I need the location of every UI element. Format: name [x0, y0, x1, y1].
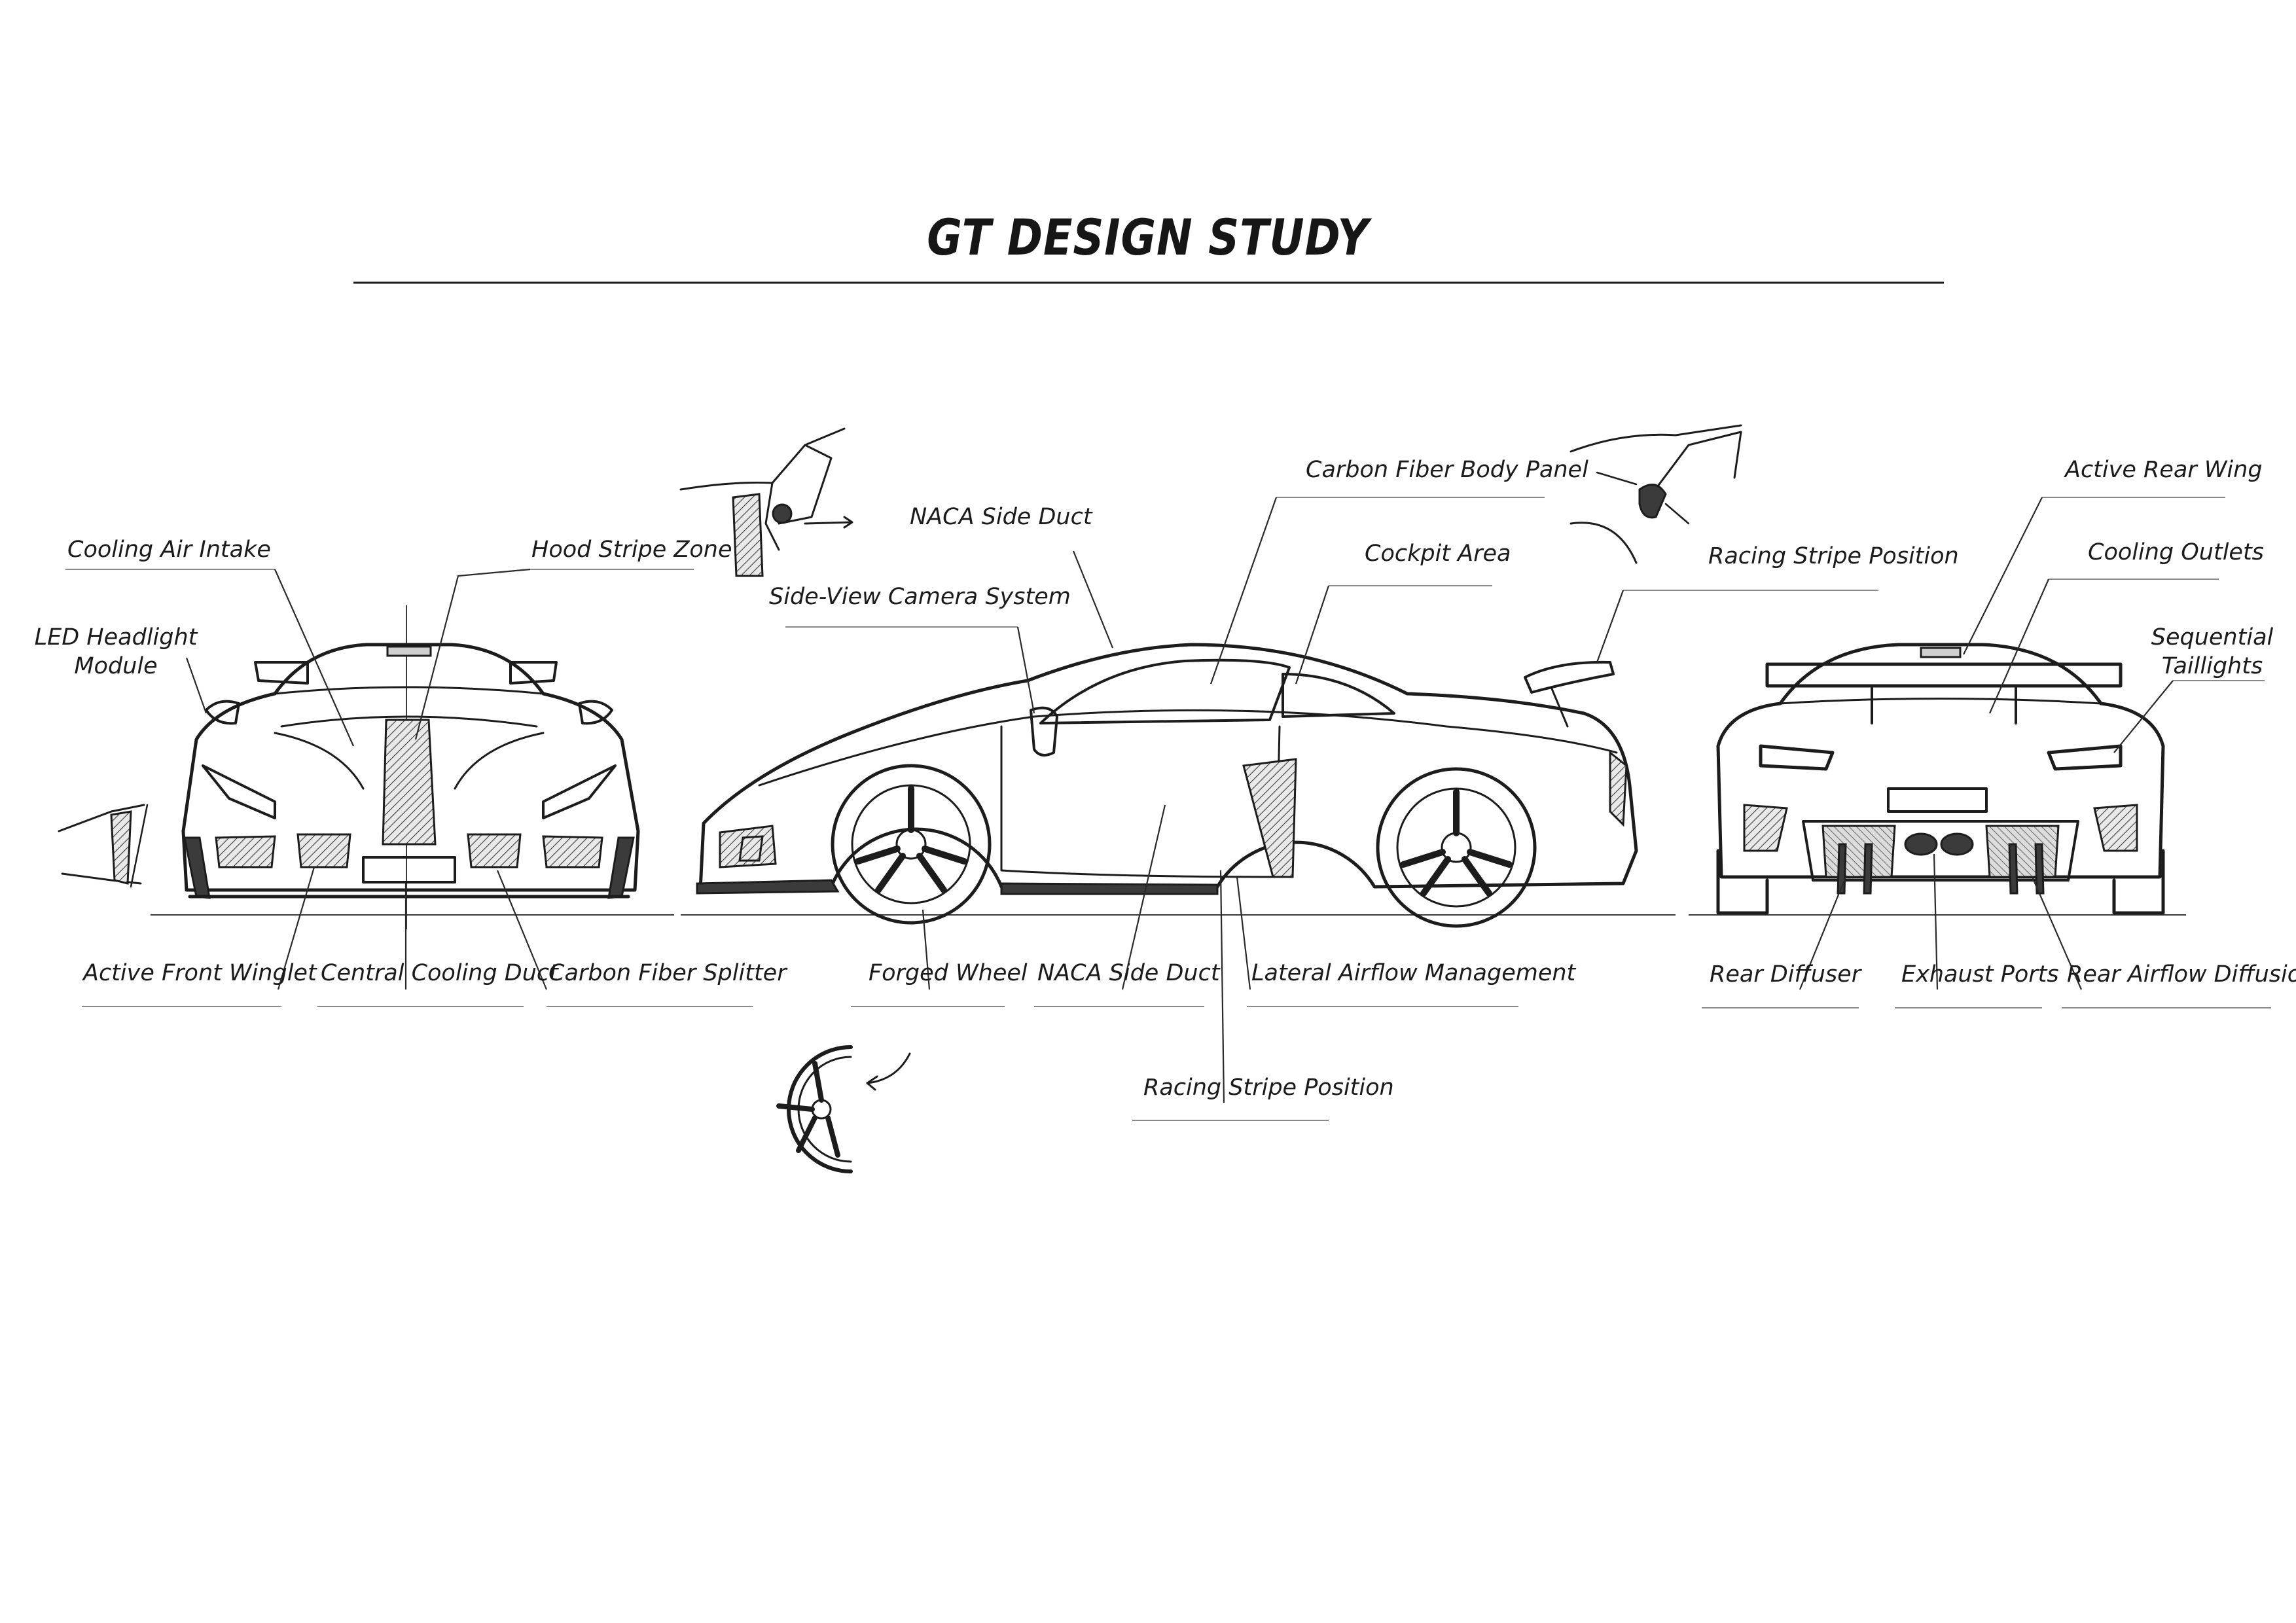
label-carbon-fiber-body-panel: Carbon Fiber Body Panel — [1306, 457, 1588, 483]
label-active-rear-wing: Active Rear Wing — [2065, 457, 2263, 483]
side-view-drawing — [681, 643, 1676, 928]
label-sequential-line2: Taillights — [2161, 653, 2263, 679]
label-hood-stripe-zone: Hood Stripe Zone — [531, 537, 732, 563]
label-cooling-outlets: Cooling Outlets — [2088, 539, 2264, 565]
leader-lines — [65, 497, 2271, 1121]
label-central-cooling-duct: Central Cooling Duct — [321, 960, 558, 986]
label-sequential-line1: Sequential — [2151, 624, 2274, 651]
label-led-headlight-line2: Module — [74, 653, 158, 679]
label-side-view-camera-system: Side-View Camera System — [769, 584, 1071, 610]
rotating-wheel-icon — [776, 1045, 911, 1173]
camera-detail-icon — [679, 427, 853, 577]
rear-wheel — [1376, 767, 1537, 928]
label-lateral-airflow-management: Lateral Airflow Management — [1251, 960, 1576, 986]
label-exhaust-ports: Exhaust Ports — [1901, 961, 2059, 988]
mirror-detail-icon — [1570, 424, 1742, 564]
label-rear-diffuser: Rear Diffuser — [1710, 961, 1861, 988]
label-rear-airflow-diffusion: Rear Airflow Diffusion — [2067, 961, 2296, 988]
label-active-front-winglet: Active Front Winglet — [83, 960, 317, 986]
label-naca-side-duct-bottom: NACA Side Duct — [1037, 960, 1220, 986]
label-sequential-taillights: Sequential Taillights — [2134, 623, 2291, 681]
label-cooling-air-intake: Cooling Air Intake — [67, 537, 271, 563]
label-racing-stripe-position-top: Racing Stripe Position — [1708, 543, 1959, 569]
winglet-detail-icon — [58, 804, 149, 888]
label-led-headlight-line1: LED Headlight — [34, 624, 198, 651]
page-title: GT DESIGN STUDY — [927, 208, 1369, 266]
label-led-headlight-module: LED Headlight Module — [34, 623, 198, 681]
label-carbon-fiber-splitter: Carbon Fiber Splitter — [548, 960, 787, 986]
label-naca-side-duct-top: NACA Side Duct — [910, 504, 1092, 530]
label-cockpit-area: Cockpit Area — [1365, 541, 1511, 567]
rear-view-drawing — [1689, 643, 2186, 916]
front-wheel — [831, 764, 992, 925]
front-view-drawing — [151, 605, 674, 929]
label-racing-stripe-position-bottom: Racing Stripe Position — [1143, 1075, 1394, 1101]
label-forged-wheel: Forged Wheel — [869, 960, 1028, 986]
